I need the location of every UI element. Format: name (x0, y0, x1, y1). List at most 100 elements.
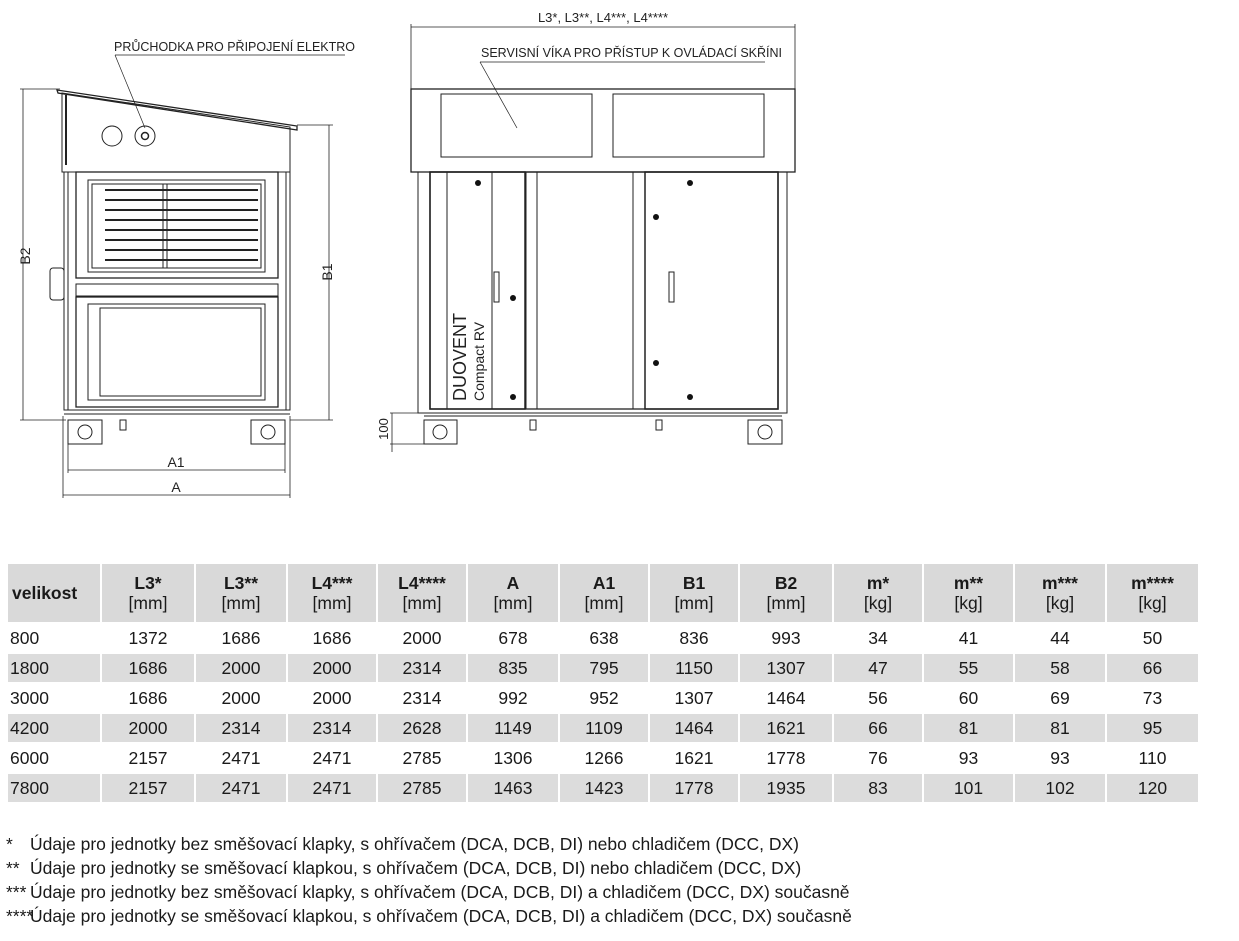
support-foot (67, 419, 103, 445)
table-cell: 81 (1015, 714, 1105, 742)
table-cell: 1109 (560, 714, 648, 742)
table-cell: 1463 (468, 774, 558, 802)
footnote: * Údaje pro jednotky bez směšovací klapky… (6, 832, 852, 856)
support-foot (250, 419, 286, 445)
footnote: **Údaje pro jednotky se směšovací klapko… (6, 856, 852, 880)
footnote: ***Údaje pro jednotky bez směšovací klap… (6, 880, 852, 904)
table-cell: 836 (679, 627, 709, 648)
table-cell: 55 (924, 654, 1013, 682)
column-name: m**** (1131, 573, 1174, 593)
table-cell: 102 (1015, 774, 1105, 802)
table-cell: 69 (1050, 687, 1070, 708)
table-cell: 2628 (378, 714, 466, 742)
table-cell: 58 (1015, 654, 1105, 682)
table-cell: 34 (868, 627, 888, 648)
column-header: A[mm] (468, 564, 558, 622)
table-cell: 1621 (740, 714, 832, 742)
door-handle (668, 271, 675, 303)
footnote-mark: **** (6, 906, 34, 926)
table-cell: 2785 (402, 747, 442, 768)
dim-b2-label: B2 (17, 247, 33, 264)
table-cell: 66 (1107, 654, 1198, 682)
table-cell: 95 (1107, 714, 1198, 742)
dim-a1-label: A1 (167, 454, 184, 470)
table-cell: 2314 (288, 714, 376, 742)
column-unit: [mm] (766, 593, 806, 613)
column-header: L3**[mm] (196, 564, 286, 622)
table-cell: 1464 (650, 714, 738, 742)
column-unit: [mm] (312, 593, 352, 613)
table-cell: 2157 (128, 747, 168, 768)
column-header: m***[kg] (1015, 564, 1105, 622)
footnote-mark: *** (6, 882, 27, 902)
electro-callout-label: PRŮCHODKA PRO PŘIPOJENÍ ELEKTRO (114, 39, 355, 54)
table-cell: 1778 (650, 774, 738, 802)
table-cell: 1266 (584, 747, 624, 768)
column-unit: [mm] (128, 593, 168, 613)
table-cell: 952 (589, 687, 619, 708)
table-cell: 56 (868, 687, 888, 708)
table-cell: 4200 (8, 714, 100, 742)
table-cell: 2314 (402, 687, 442, 708)
column-unit: [kg] (863, 593, 893, 613)
column-header: velikost (8, 564, 100, 622)
table-cell: 835 (468, 654, 558, 682)
table-cell: 1372 (128, 627, 168, 648)
column-name: m*** (1042, 573, 1078, 593)
column-name: L4*** (311, 573, 353, 593)
brand-logo: DUOVENT Compact RV (450, 313, 487, 401)
table-cell: 93 (958, 747, 979, 768)
table-cell: 50 (1142, 627, 1163, 648)
support-foot (423, 419, 458, 445)
dim-base-label: 100 (376, 418, 391, 440)
table-cell: 800 (10, 627, 40, 648)
column-unit: [mm] (584, 593, 624, 613)
column-header: A1[mm] (560, 564, 648, 622)
access-door (644, 171, 779, 410)
table-cell: 7800 (8, 774, 100, 802)
table-cell: 638 (589, 627, 619, 648)
table-cell: 2000 (221, 687, 261, 708)
service-lid (612, 93, 765, 158)
footnote-text: Údaje pro jednotky bez směšovací klapky,… (30, 834, 799, 854)
service-lid (440, 93, 593, 158)
column-name: B1 (682, 573, 706, 593)
table-cell: 2000 (102, 714, 194, 742)
column-unit: [mm] (221, 593, 261, 613)
table-cell: 1307 (674, 687, 714, 708)
table-cell: 110 (1138, 747, 1167, 768)
column-name: A1 (592, 573, 616, 593)
table-cell: 1686 (128, 687, 168, 708)
column-header: B1[mm] (650, 564, 738, 622)
table-cell: 93 (1050, 747, 1070, 768)
column-unit: [kg] (1138, 593, 1167, 613)
column-name: L3** (223, 573, 259, 593)
svg-text:DUOVENT: DUOVENT (450, 313, 470, 401)
side-view: PRŮCHODKA PRO PŘIPOJENÍ ELEKTRO (17, 39, 355, 498)
column-header: m**[kg] (924, 564, 1013, 622)
table-cell: 2157 (102, 774, 194, 802)
column-unit: [kg] (1045, 593, 1075, 613)
footnotes: * Údaje pro jednotky bez směšovací klapky… (6, 832, 852, 928)
table-cell: 81 (924, 714, 1013, 742)
table-cell: 2314 (196, 714, 286, 742)
table-cell: 678 (498, 627, 528, 648)
table-cell: 66 (834, 714, 922, 742)
column-name: m** (953, 573, 984, 593)
footnote-mark: * (6, 834, 13, 854)
svg-text:Compact RV: Compact RV (471, 321, 487, 401)
table-cell: 120 (1107, 774, 1198, 802)
footnote-text: Údaje pro jednotky se směšovací klapkou,… (30, 858, 802, 878)
table-cell: 101 (924, 774, 1013, 802)
table-cell: 2471 (221, 747, 261, 768)
table-cell: 1935 (740, 774, 832, 802)
table-cell: 1686 (221, 627, 261, 648)
technical-drawing: PRŮCHODKA PRO PŘIPOJENÍ ELEKTRO (17, 10, 796, 498)
table-cell: 60 (958, 687, 979, 708)
column-unit: [mm] (402, 593, 442, 613)
